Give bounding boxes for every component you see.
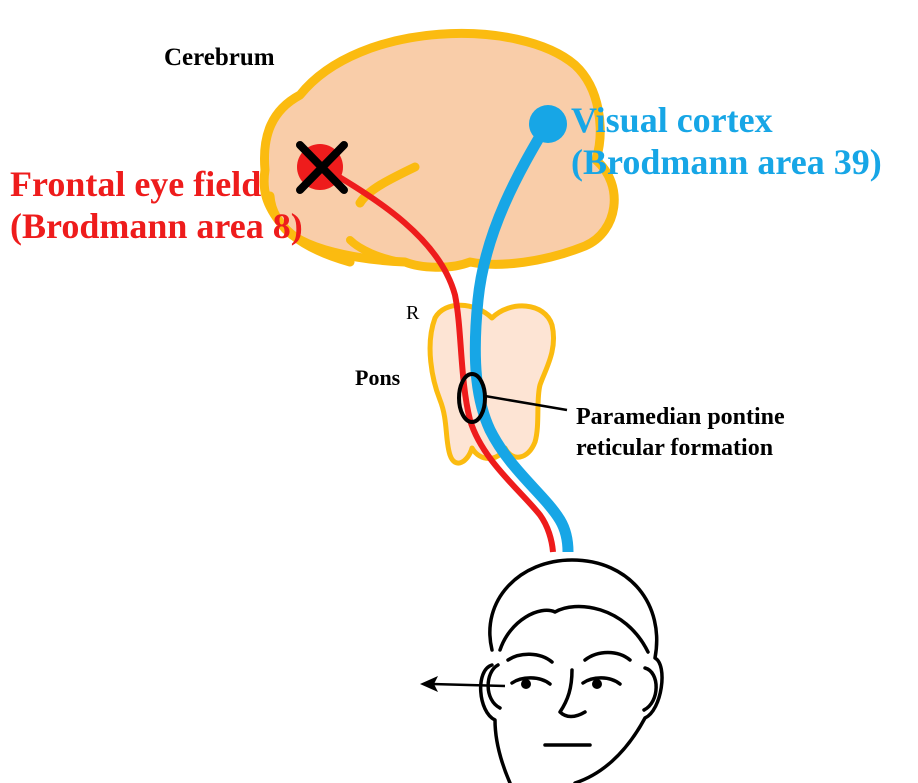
visual-cortex-title: Visual cortex — [571, 99, 882, 141]
frontal-eye-field-title: Frontal eye field — [10, 163, 303, 205]
pons-label: Pons — [355, 367, 400, 389]
side-marker-label: R — [406, 303, 419, 323]
nose — [560, 670, 585, 717]
cerebrum-label: Cerebrum — [164, 45, 275, 70]
left-pupil — [521, 679, 531, 689]
frontal-eye-field-area: (Brodmann area 8) — [10, 205, 303, 247]
head-figure — [481, 560, 662, 783]
visual-cortex-area: (Brodmann area 39) — [571, 141, 882, 183]
left-eyebrow — [508, 654, 552, 662]
visual-cortex-label: Visual cortex (Brodmann area 39) — [571, 99, 882, 183]
right-ear — [644, 668, 656, 710]
pprf-label-line2: reticular formation — [576, 433, 785, 464]
frontal-eye-field-label: Frontal eye field (Brodmann area 8) — [10, 163, 303, 247]
right-eyebrow — [585, 653, 630, 661]
gaze-arrow-shaft — [432, 684, 505, 686]
right-pupil — [592, 679, 602, 689]
pprf-label: Paramedian pontine reticular formation — [576, 402, 785, 464]
hairline — [500, 606, 648, 652]
pprf-label-line1: Paramedian pontine — [576, 402, 785, 433]
left-eye — [512, 678, 550, 684]
visual-cortex-dot — [529, 105, 567, 143]
